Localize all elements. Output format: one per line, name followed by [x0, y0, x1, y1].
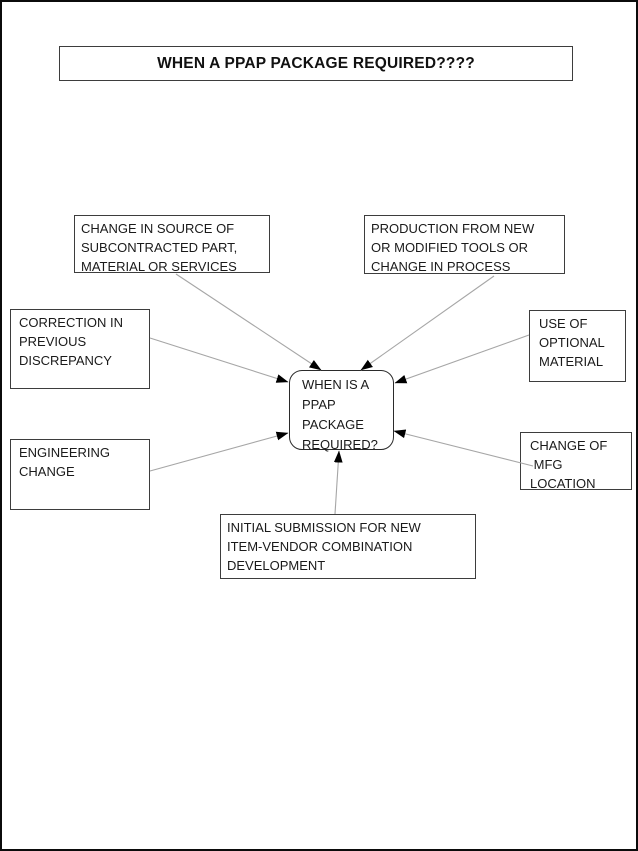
node-change-mfg-location: CHANGE OF MFG LOCATION — [520, 432, 632, 491]
connector-initial-submission — [333, 450, 343, 515]
diagram-title: WHEN A PPAP PACKAGE REQUIRED???? — [157, 54, 475, 72]
connector-production-new-tools — [360, 275, 495, 371]
center-node-when-is-ppap-required: WHEN IS A PPAP PACKAGE REQUIRED? — [289, 370, 394, 452]
connector-change-mfg-location — [393, 429, 534, 467]
node-correction-discrepancy: CORRECTION IN PREVIOUS DISCREPANCY — [10, 309, 150, 389]
node-use-optional-material: USE OF OPTIONAL MATERIAL — [529, 310, 626, 382]
connector-correction-discrepancy — [149, 337, 289, 383]
connector-engineering-change — [149, 431, 289, 472]
connector-change-in-source — [175, 273, 322, 371]
node-engineering-change: ENGINEERING CHANGE — [10, 439, 150, 510]
node-initial-submission: INITIAL SUBMISSION FOR NEW ITEM-VENDOR C… — [220, 514, 476, 579]
connector-use-optional-material — [394, 334, 530, 384]
node-change-in-source: CHANGE IN SOURCE OF SUBCONTRACTED PART, … — [74, 215, 270, 274]
diagram-title-box: WHEN A PPAP PACKAGE REQUIRED???? — [59, 46, 573, 81]
node-production-new-tools: PRODUCTION FROM NEW OR MODIFIED TOOLS OR… — [364, 215, 565, 274]
